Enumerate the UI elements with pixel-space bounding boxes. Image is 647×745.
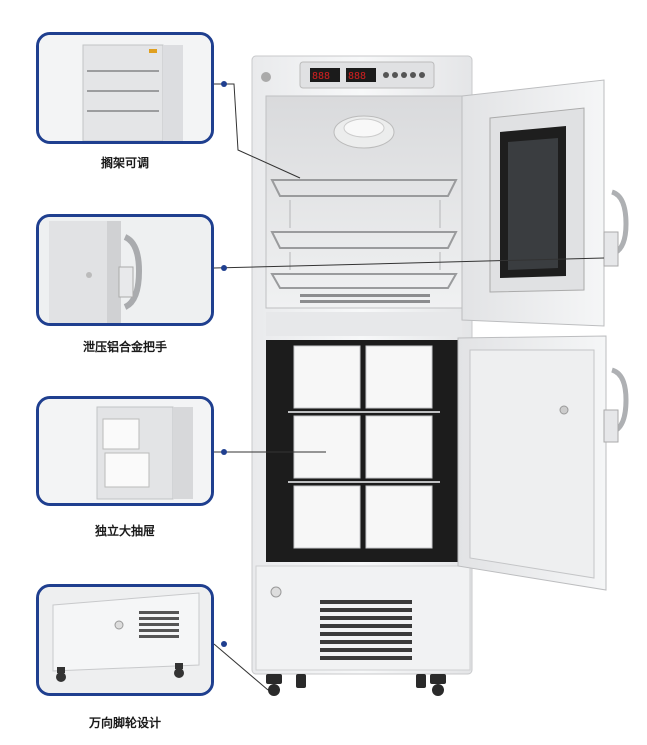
feature-label-handle: 泄压铝合金把手 xyxy=(82,340,167,354)
brand-logo-icon xyxy=(261,72,271,82)
temperature-display-lower xyxy=(346,68,376,82)
large-drawer-icon xyxy=(39,399,211,503)
aluminum-handle-icon xyxy=(39,217,211,323)
feature-callout-caster xyxy=(36,584,214,696)
drawers xyxy=(293,345,433,549)
vent-grille-base xyxy=(320,600,412,660)
vent-grille-upper xyxy=(300,294,430,303)
svg-text:888: 888 xyxy=(312,71,330,82)
adjustable-shelf-icon xyxy=(39,35,211,141)
door-handle-upper xyxy=(611,189,629,257)
temperature-display-upper xyxy=(310,68,340,82)
feature-label-shelf: 搁架可调 xyxy=(100,156,149,170)
feature-label-caster: 万向脚轮设计 xyxy=(88,716,161,730)
wire-shelves xyxy=(270,179,458,289)
door-handle-lower xyxy=(611,367,629,435)
upper-door xyxy=(461,79,629,327)
feature-callout-handle xyxy=(36,214,214,326)
freezer-cabinet: 888 888 xyxy=(251,55,473,696)
universal-caster-icon xyxy=(39,587,211,693)
lower-door xyxy=(457,335,629,591)
svg-text:888: 888 xyxy=(348,71,366,82)
door-lock-icon xyxy=(559,405,569,415)
feature-callout-drawer xyxy=(36,396,214,506)
feature-callout-shelf xyxy=(36,32,214,144)
caster-wheels xyxy=(266,674,446,696)
lock-icon xyxy=(270,586,282,598)
feature-label-drawer: 独立大抽屉 xyxy=(94,524,155,538)
